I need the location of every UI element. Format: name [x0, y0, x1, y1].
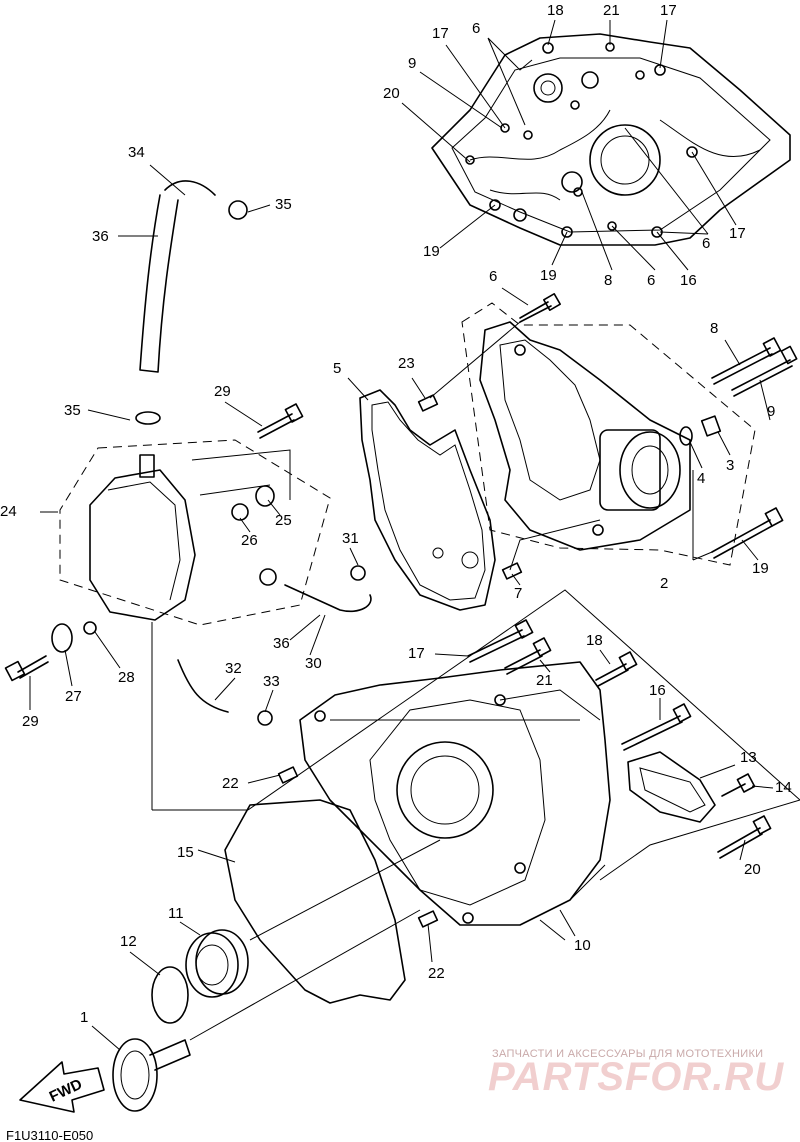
fwd-arrow-icon: FWD [19, 1061, 105, 1113]
callout-12: 12 [120, 933, 137, 950]
callout-17: 17 [432, 25, 449, 42]
callout-19: 19 [423, 243, 440, 260]
callout-24: 24 [0, 503, 17, 520]
gasket-5 [359, 389, 496, 611]
fwd-label: FWD [47, 1076, 85, 1106]
callout-3: 3 [726, 457, 734, 474]
callout-25: 25 [275, 512, 292, 529]
callout-leaders [29, 19, 774, 1051]
callout-35: 35 [64, 402, 81, 419]
callout-6: 6 [702, 235, 710, 252]
callout-17: 17 [408, 645, 425, 662]
callout-27: 27 [65, 688, 82, 705]
callout-32: 32 [225, 660, 242, 677]
callout-28: 28 [118, 669, 135, 686]
callout-22: 22 [428, 965, 445, 982]
callout-31: 31 [342, 530, 359, 547]
callout-2: 2 [660, 575, 668, 592]
callout-16: 16 [649, 682, 666, 699]
callout-17: 17 [729, 225, 746, 242]
callout-33: 33 [263, 673, 280, 690]
callout-29: 29 [214, 383, 231, 400]
callout-4: 4 [697, 470, 705, 487]
callout-36: 36 [273, 635, 290, 652]
callout-22: 22 [222, 775, 239, 792]
callout-9: 9 [408, 55, 416, 72]
callout-16: 16 [680, 272, 697, 289]
callout-29: 29 [22, 713, 39, 730]
crankcase-cover-10 [299, 661, 611, 926]
callout-35: 35 [275, 196, 292, 213]
callout-labels: 18 21 17 6 17 9 20 17 6 19 19 8 6 16 34 … [0, 2, 792, 1026]
watermark: ЗАПЧАСТИ И АКСЕССУАРЫ ДЛЯ МОТОТЕХНИКИ PA… [488, 1048, 784, 1099]
leader-lines [40, 321, 800, 1041]
watermark-logo: PARTSFOR.RU [488, 1055, 784, 1099]
water-pump-assembly [461, 302, 756, 566]
callout-15: 15 [177, 844, 194, 861]
callout-14: 14 [775, 779, 792, 796]
callout-8: 8 [604, 272, 612, 289]
callout-6: 6 [489, 268, 497, 285]
callout-20: 20 [744, 861, 761, 878]
callout-19: 19 [540, 267, 557, 284]
callout-6: 6 [472, 20, 480, 37]
callout-13: 13 [740, 749, 757, 766]
bearing-gear-set [112, 929, 249, 1112]
diagram-code: F1U3110-E050 [6, 1128, 93, 1142]
callout-36: 36 [92, 228, 109, 245]
callout-10: 10 [574, 937, 591, 954]
callout-18: 18 [586, 632, 603, 649]
crankcase-outline [431, 33, 791, 246]
callout-21: 21 [603, 2, 620, 19]
callout-26: 26 [241, 532, 258, 549]
callout-34: 34 [128, 144, 145, 161]
callout-19: 19 [752, 560, 769, 577]
callout-21: 21 [536, 672, 553, 689]
callout-20: 20 [383, 85, 400, 102]
callout-8: 8 [710, 320, 718, 337]
callout-30: 30 [305, 655, 322, 672]
callout-5: 5 [333, 360, 341, 377]
gasket-15 [224, 799, 406, 1004]
callout-6: 6 [647, 272, 655, 289]
callout-7: 7 [514, 585, 522, 602]
callout-11: 11 [168, 905, 184, 922]
callout-18: 18 [547, 2, 564, 19]
reservoir-tank-24 [51, 180, 372, 726]
bolts [4, 293, 798, 859]
callout-23: 23 [398, 355, 415, 372]
callout-1: 1 [80, 1009, 88, 1026]
cover-13 [627, 751, 716, 823]
callout-17: 17 [660, 2, 677, 19]
watermark-tagline: ЗАПЧАСТИ И АКСЕССУАРЫ ДЛЯ МОТОТЕХНИКИ [492, 1048, 763, 1060]
callout-9: 9 [767, 403, 775, 420]
small-parts [277, 394, 722, 928]
